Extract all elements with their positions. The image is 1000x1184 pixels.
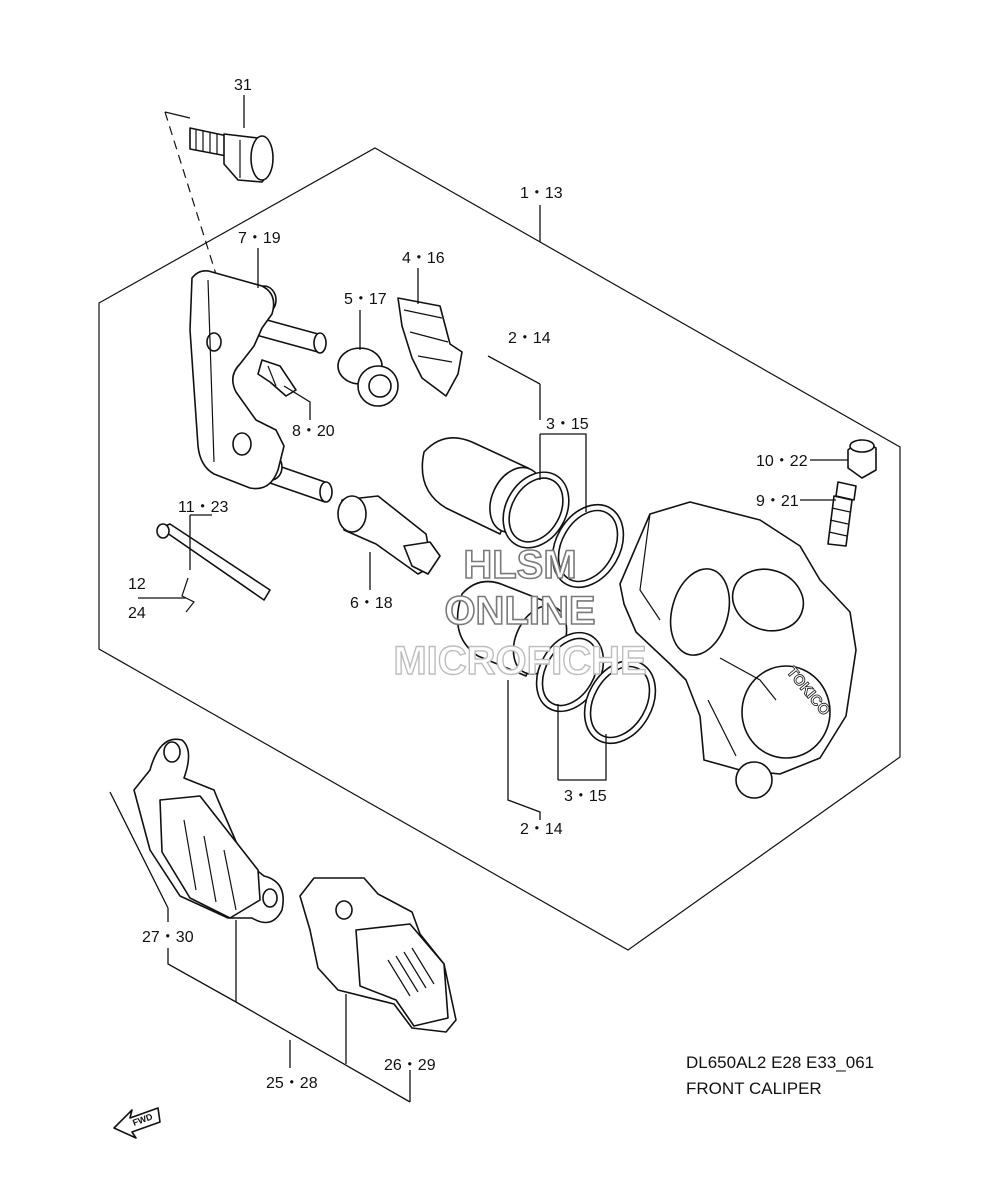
label-26-29: 26・29 <box>384 1057 436 1074</box>
label-4-16: 4・16 <box>402 250 445 267</box>
watermark-line1: HLSM <box>463 543 576 587</box>
watermark-line2: ONLINE <box>444 589 595 633</box>
brake-pad-27 <box>133 738 284 924</box>
label-1-13: 1・13 <box>520 185 563 202</box>
seal-3-lower <box>535 631 657 745</box>
boot-6 <box>337 495 441 575</box>
caliper-body: TOKICO <box>619 501 857 799</box>
diagram-code: DL650AL2 E28 E33_061 <box>686 1053 874 1072</box>
caliper-bracket <box>189 270 285 490</box>
label-2-14-top: 2・14 <box>508 330 551 347</box>
label-2-14-bot: 2・14 <box>520 821 563 838</box>
bleeder-valve-9 <box>827 481 857 547</box>
label-6-18: 6・18 <box>350 595 393 612</box>
label-7-19: 7・19 <box>238 230 281 247</box>
label-5-17: 5・17 <box>344 291 387 308</box>
assembly-outline <box>98 147 901 951</box>
boot-5 <box>337 347 399 407</box>
pad-spring-4 <box>397 297 463 397</box>
leader-lines <box>109 95 848 1103</box>
diagram-title: FRONT CALIPER <box>686 1079 822 1098</box>
label-27-30: 27・30 <box>142 929 194 946</box>
seal-3-upper <box>502 471 625 589</box>
pad-pin-11 <box>156 523 271 601</box>
label-11-23: 11・23 <box>178 499 229 516</box>
label-3-15-top: 3・15 <box>546 416 589 433</box>
fwd-arrow-icon: FWD <box>113 1107 161 1139</box>
label-3-15-bot: 3・15 <box>564 788 607 805</box>
bolt-31 <box>189 127 274 183</box>
bolt-guide-solid <box>164 111 191 119</box>
label-12: 12 <box>128 576 146 593</box>
bleeder-cap-10 <box>847 439 877 479</box>
label-31: 31 <box>234 77 252 94</box>
label-9-21: 9・21 <box>756 493 799 510</box>
watermark-line3: MICROFICHE <box>393 639 646 683</box>
label-24: 24 <box>128 605 146 622</box>
label-10-22: 10・22 <box>756 453 808 470</box>
brake-pad-26 <box>299 877 457 1033</box>
pin-clip-12 <box>181 577 195 613</box>
label-25-28: 25・28 <box>266 1075 318 1092</box>
label-8-20: 8・20 <box>292 423 335 440</box>
